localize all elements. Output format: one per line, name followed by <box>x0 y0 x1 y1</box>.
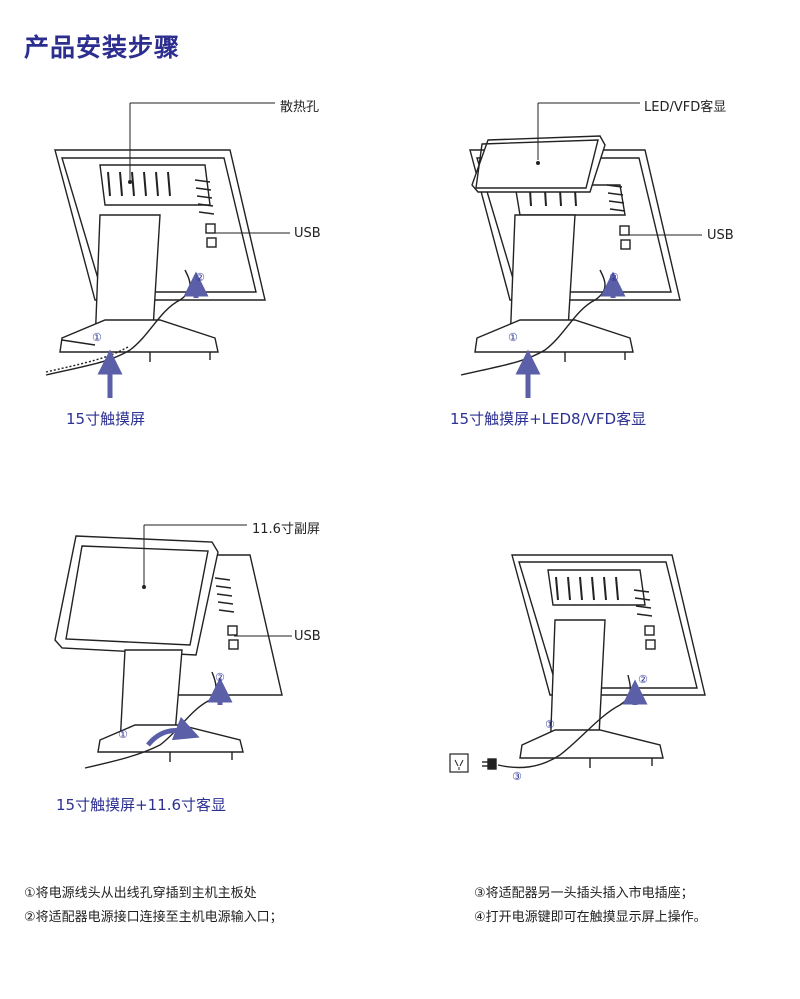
marker-2-fig1: ② <box>195 271 205 284</box>
step-1: ①将电源线头从出线孔穿插到主机主板处 <box>24 882 257 901</box>
step-2: ②将适配器电源接口连接至主机电源输入口； <box>24 906 283 925</box>
callout-secondary-screen: 11.6寸副屏 <box>252 518 320 537</box>
marker-3-fig4: ③ <box>512 770 522 783</box>
callout-usb-2: USB <box>707 228 734 243</box>
marker-1-fig2: ① <box>508 331 518 344</box>
caption-figure-3: 15寸触摸屏+11.6寸客显 <box>56 794 226 815</box>
marker-2-fig4: ② <box>638 673 648 686</box>
step-3: ③将适配器另一头插头插入市电插座； <box>474 882 694 901</box>
marker-2-fig3: ② <box>215 671 225 684</box>
callout-vent-holes: 散热孔 <box>280 96 319 115</box>
step-4: ④打开电源键即可在触摸显示屏上操作。 <box>474 906 707 925</box>
figure-2-monitor-drawing <box>461 136 680 375</box>
marker-1-fig1: ① <box>92 331 102 344</box>
callout-led-vfd-display: LED/VFD客显 <box>644 96 726 115</box>
callout-usb-1: USB <box>294 226 321 241</box>
caption-figure-2: 15寸触摸屏+LED8/VFD客显 <box>450 408 646 429</box>
caption-figure-1: 15寸触摸屏 <box>66 408 145 429</box>
marker-1-fig4: ① <box>545 718 555 731</box>
figure-1-monitor-drawing <box>46 150 265 375</box>
marker-2-fig2: ② <box>609 271 619 284</box>
callout-usb-3: USB <box>294 629 321 644</box>
figure-4-monitor-drawing <box>450 555 705 772</box>
marker-1-fig3: ① <box>118 728 128 741</box>
